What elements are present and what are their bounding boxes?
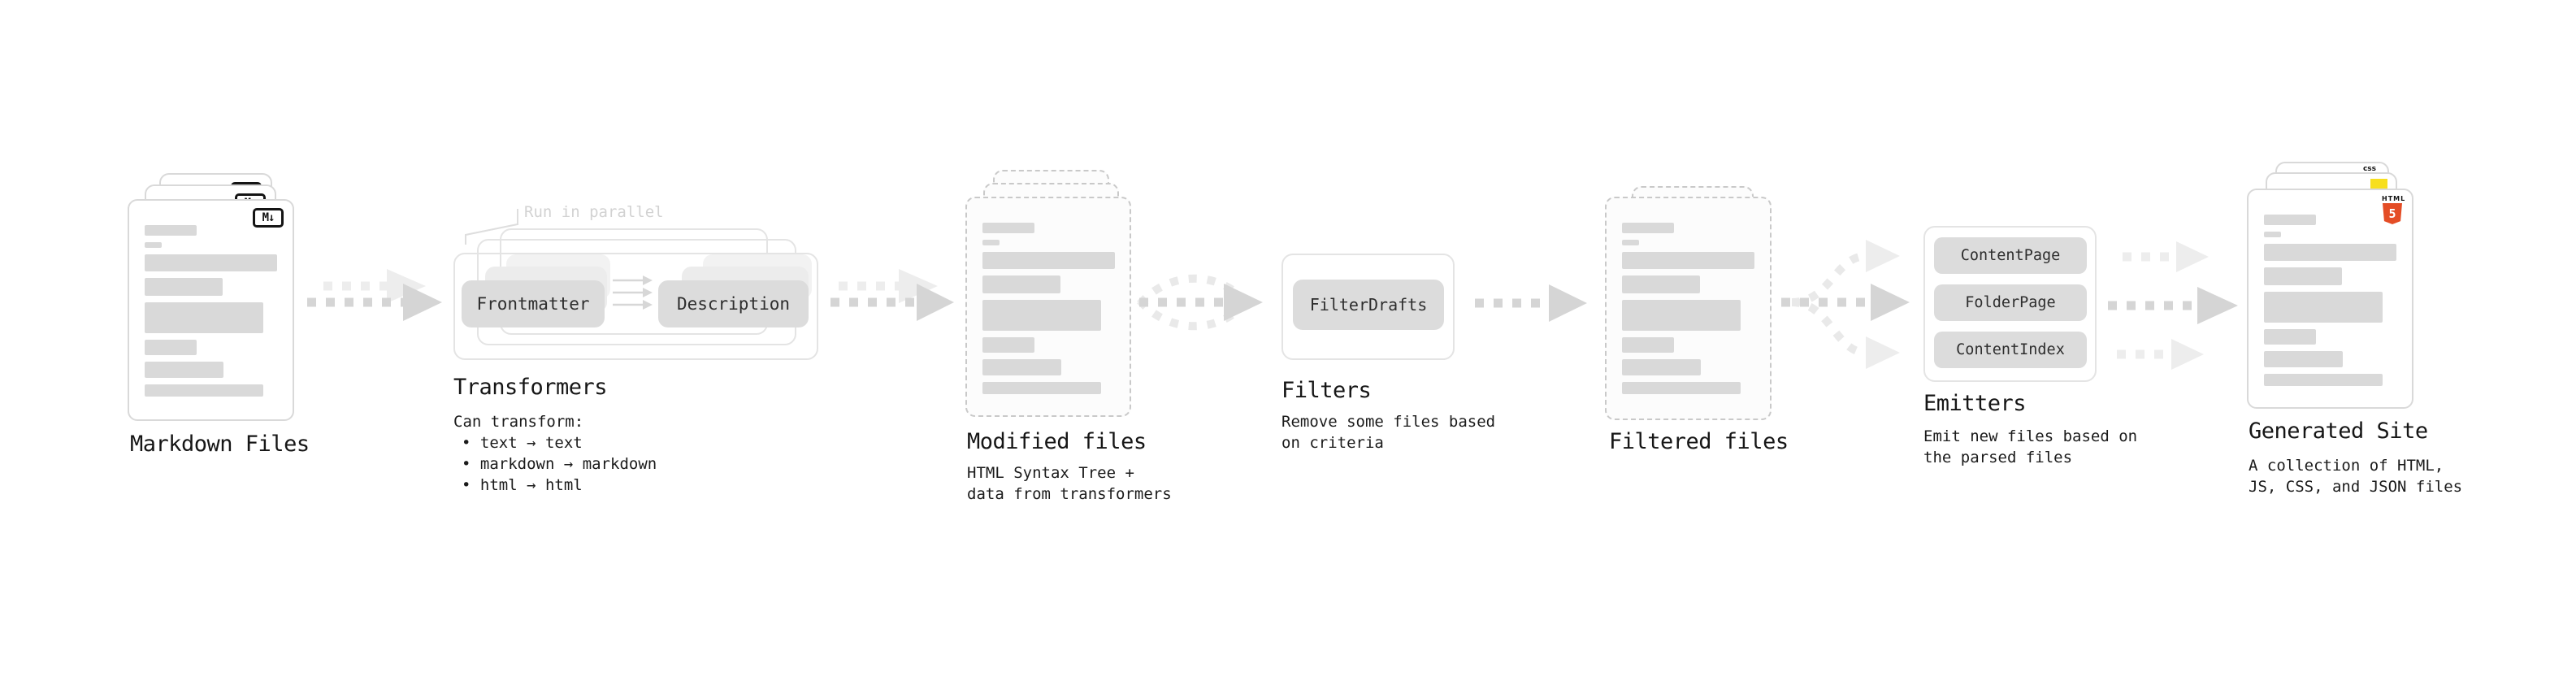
transformer-box-front xyxy=(453,253,818,360)
markdown-file-card-front: M↓ xyxy=(128,199,294,421)
stage-title-modified-files: Modified files xyxy=(967,429,1147,454)
stage-title-emitters: Emitters xyxy=(1923,391,2027,416)
markdown-icon: M↓ xyxy=(253,208,284,228)
stage-title-transformers: Transformers xyxy=(453,375,608,400)
arrow-markdown-to-transformers xyxy=(307,269,442,321)
filters-subtitle: Remove some files based on criteria xyxy=(1281,413,1496,452)
javascript-icon xyxy=(2370,179,2387,189)
emitters-subtitle: Emit new files based on the parsed files xyxy=(1923,427,2138,466)
arrow-filters-to-filtered xyxy=(1475,284,1587,322)
generated-html-file-card: HTML 5 xyxy=(2247,189,2413,409)
arrow-transformers-to-modified xyxy=(830,269,954,321)
stage-title-filtered-files: Filtered files xyxy=(1609,429,1789,454)
frontmatter-pill: Frontmatter xyxy=(462,280,605,327)
filter-drafts-pill: FilterDrafts xyxy=(1293,280,1444,330)
filtered-file-card-front xyxy=(1605,197,1772,420)
run-in-parallel-note: Run in parallel xyxy=(524,203,664,221)
skeleton-lines xyxy=(145,225,277,397)
filters-box xyxy=(1281,254,1455,360)
content-index-pill: ContentIndex xyxy=(1934,332,2087,368)
arrow-filtered-to-emitters xyxy=(1781,240,1910,369)
modified-file-card-front xyxy=(965,197,1131,417)
stage-title-filters: Filters xyxy=(1281,378,1372,403)
transformers-bullet-list: • text → text • markdown → markdown • ht… xyxy=(462,434,657,494)
content-page-pill: ContentPage xyxy=(1934,237,2087,274)
stage-title-generated-site: Generated Site xyxy=(2249,419,2428,444)
skeleton-lines xyxy=(2264,215,2396,386)
stage-title-markdown-files: Markdown Files xyxy=(130,432,310,457)
folder-page-pill: FolderPage xyxy=(1934,284,2087,321)
arrow-modified-to-filters xyxy=(1137,274,1263,331)
modified-files-subtitle: HTML Syntax Tree + data from transformer… xyxy=(967,464,1172,503)
skeleton-lines xyxy=(982,223,1115,394)
emitters-box xyxy=(1923,226,2097,382)
html5-icon: HTML 5 xyxy=(2382,195,2405,224)
arrows-emitters-to-generated xyxy=(2108,241,2238,370)
transformers-subtitle: Can transform: xyxy=(453,413,584,431)
description-pill: Description xyxy=(658,280,809,327)
generated-site-subtitle: A collection of HTML, JS, CSS, and JSON … xyxy=(2249,457,2463,496)
skeleton-lines xyxy=(1622,223,1754,394)
